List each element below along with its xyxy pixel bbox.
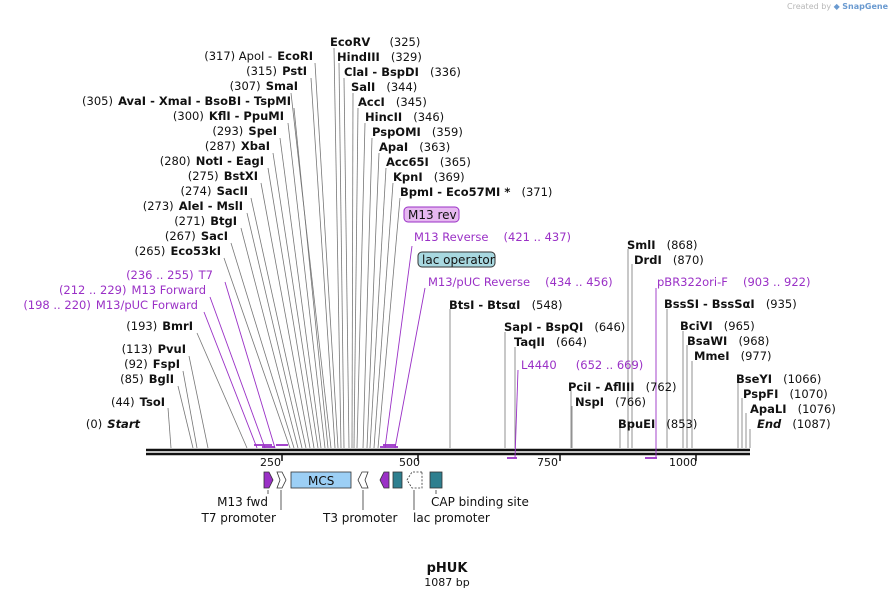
plasmid-length: 1087 bp <box>424 576 469 589</box>
map-label: PspFI (1070) <box>743 383 828 402</box>
primer-labels: (236 .. 255) T7 (212 .. 229) M13 Forward… <box>23 226 810 373</box>
map-label: BseYI (1066) <box>736 368 821 387</box>
ruler-label-500: 500 <box>399 456 420 469</box>
primer-leaders <box>203 245 657 459</box>
cap-binding-site-label: CAP binding site <box>431 495 529 509</box>
brand-name: SnapGene <box>842 2 888 11</box>
enzyme-labels-left: (317) ApoI - EcoRI (315) PstI (307) SmaI… <box>82 45 313 432</box>
map-label: (236 .. 255) T7 <box>126 264 213 283</box>
m13-fwd-feature-arrow <box>263 471 274 489</box>
map-label: (113) PvuI <box>122 338 186 357</box>
map-label: (307) SmaI <box>230 75 298 94</box>
dna-backbone <box>146 448 750 456</box>
map-label: PciI - AflIII (762) <box>568 376 677 395</box>
map-label: (198 .. 220) M13/pUC Forward <box>23 294 198 313</box>
map-label: BssSI - BssSαI (935) <box>664 293 797 312</box>
map-label: HindIII (329) <box>337 46 422 65</box>
map-label: NspI (766) <box>575 391 646 410</box>
map-label: L4440 (652 .. 669) <box>521 354 643 373</box>
map-label: End (1087) <box>757 413 831 432</box>
map-label: (44) TsoI <box>111 391 165 410</box>
lac-promoter-arrow <box>406 471 423 489</box>
t3-promoter-label: T3 promoter <box>322 511 398 525</box>
mcs-label: MCS <box>308 474 334 488</box>
map-label: PspOMI (359) <box>372 121 463 140</box>
map-label: BciVI (965) <box>680 315 755 334</box>
map-label: BpmI - Eco57MI * (371) <box>400 181 552 200</box>
ruler: 250 500 750 1000 <box>260 454 697 469</box>
map-label: M13 Reverse (421 .. 437) <box>414 226 571 245</box>
map-label: ClaI - BspDI (336) <box>344 61 461 80</box>
m13-rev-box: M13 rev <box>403 206 460 223</box>
map-label: (315) PstI <box>246 60 307 79</box>
t3-promoter-arrow <box>357 471 369 489</box>
lac-operator-label: lac operator <box>422 253 495 267</box>
map-label: (193) BmrI <box>126 315 193 334</box>
lac-operator-feature <box>392 471 403 489</box>
map-label: (274) SacII <box>181 180 248 199</box>
enzyme-labels-right: EcoRV (325) HindIII (329) ClaI - BspDI (… <box>330 31 836 432</box>
map-label: HincII (346) <box>365 106 444 125</box>
plasmid-name: pHUK <box>427 561 469 576</box>
map-label: (212 .. 229) M13 Forward <box>59 279 206 298</box>
map-label: Acc65I (365) <box>386 151 471 170</box>
map-label: (267) SacI <box>165 225 228 244</box>
brand-prefix: Created by <box>787 2 832 11</box>
map-label: (92) FspI <box>124 353 180 372</box>
ruler-label-1000: 1000 <box>669 456 697 469</box>
map-label: (273) AleI - MslI <box>143 195 243 214</box>
snapgene-logo-icon: ◆ <box>833 2 840 11</box>
features: MCS M13 fwd T7 promoter T3 promoter lac … <box>201 471 529 525</box>
map-label: SalI (344) <box>351 76 417 95</box>
map-label: (300) KflI - PpuMI <box>173 105 284 124</box>
map-label: (275) BstXI <box>188 165 258 184</box>
map-label: TaqII (664) <box>514 331 587 350</box>
lac-operator-box: lac operator <box>417 251 496 268</box>
map-label: (287) XbaI <box>205 135 270 154</box>
lac-promoter-label: lac promoter <box>413 511 490 525</box>
map-label: ApaI (363) <box>379 136 450 155</box>
map-label: (85) BglI <box>120 368 174 387</box>
map-label: BsaWI (968) <box>687 330 769 349</box>
mcs-feature-box <box>290 471 352 489</box>
map-label: SmlI (868) <box>627 234 698 253</box>
map-label: (280) NotI - EagI <box>160 150 264 169</box>
map-label: DrdI (870) <box>634 249 704 268</box>
m13-rev-label: M13 rev <box>408 208 457 222</box>
map-label: EcoRV (325) <box>330 31 420 50</box>
map-label: MmeI (977) <box>694 345 772 364</box>
snapgene-brand: Created by ◆ SnapGene <box>787 2 888 11</box>
map-label: (293) SpeI <box>212 120 277 139</box>
m13-rev-feature-arrow <box>379 471 390 489</box>
map-label: SapI - BspQI (646) <box>504 316 625 335</box>
map-label: (271) BtgI <box>174 210 237 229</box>
map-label: KpnI (369) <box>393 166 465 185</box>
map-label: (317) ApoI - EcoRI <box>204 45 313 64</box>
ruler-label-750: 750 <box>537 456 558 469</box>
primer-bars <box>254 444 657 459</box>
m13-fwd-label: M13 fwd <box>217 495 268 509</box>
ruler-label-250: 250 <box>260 456 281 469</box>
map-label: (0) Start <box>86 413 141 432</box>
cap-binding-site-feature <box>429 471 443 489</box>
map-label: pBR322ori-F (903 .. 922) <box>657 271 810 290</box>
map-label: (305) AvaI - XmaI - BsoBI - TspMI <box>82 90 291 109</box>
map-label: BpuEI (853) <box>618 413 697 432</box>
map-label: M13/pUC Reverse (434 .. 456) <box>428 271 613 290</box>
map-label: BtsI - BtsαI (548) <box>449 294 563 313</box>
map-label: ApaLI (1076) <box>750 398 836 417</box>
t7-promoter-label: T7 promoter <box>201 511 277 525</box>
t7-promoter-arrow <box>276 471 287 489</box>
enzyme-leaders <box>167 47 751 449</box>
map-label: AccI (345) <box>358 91 427 110</box>
map-label: (265) Eco53kI <box>134 240 221 259</box>
